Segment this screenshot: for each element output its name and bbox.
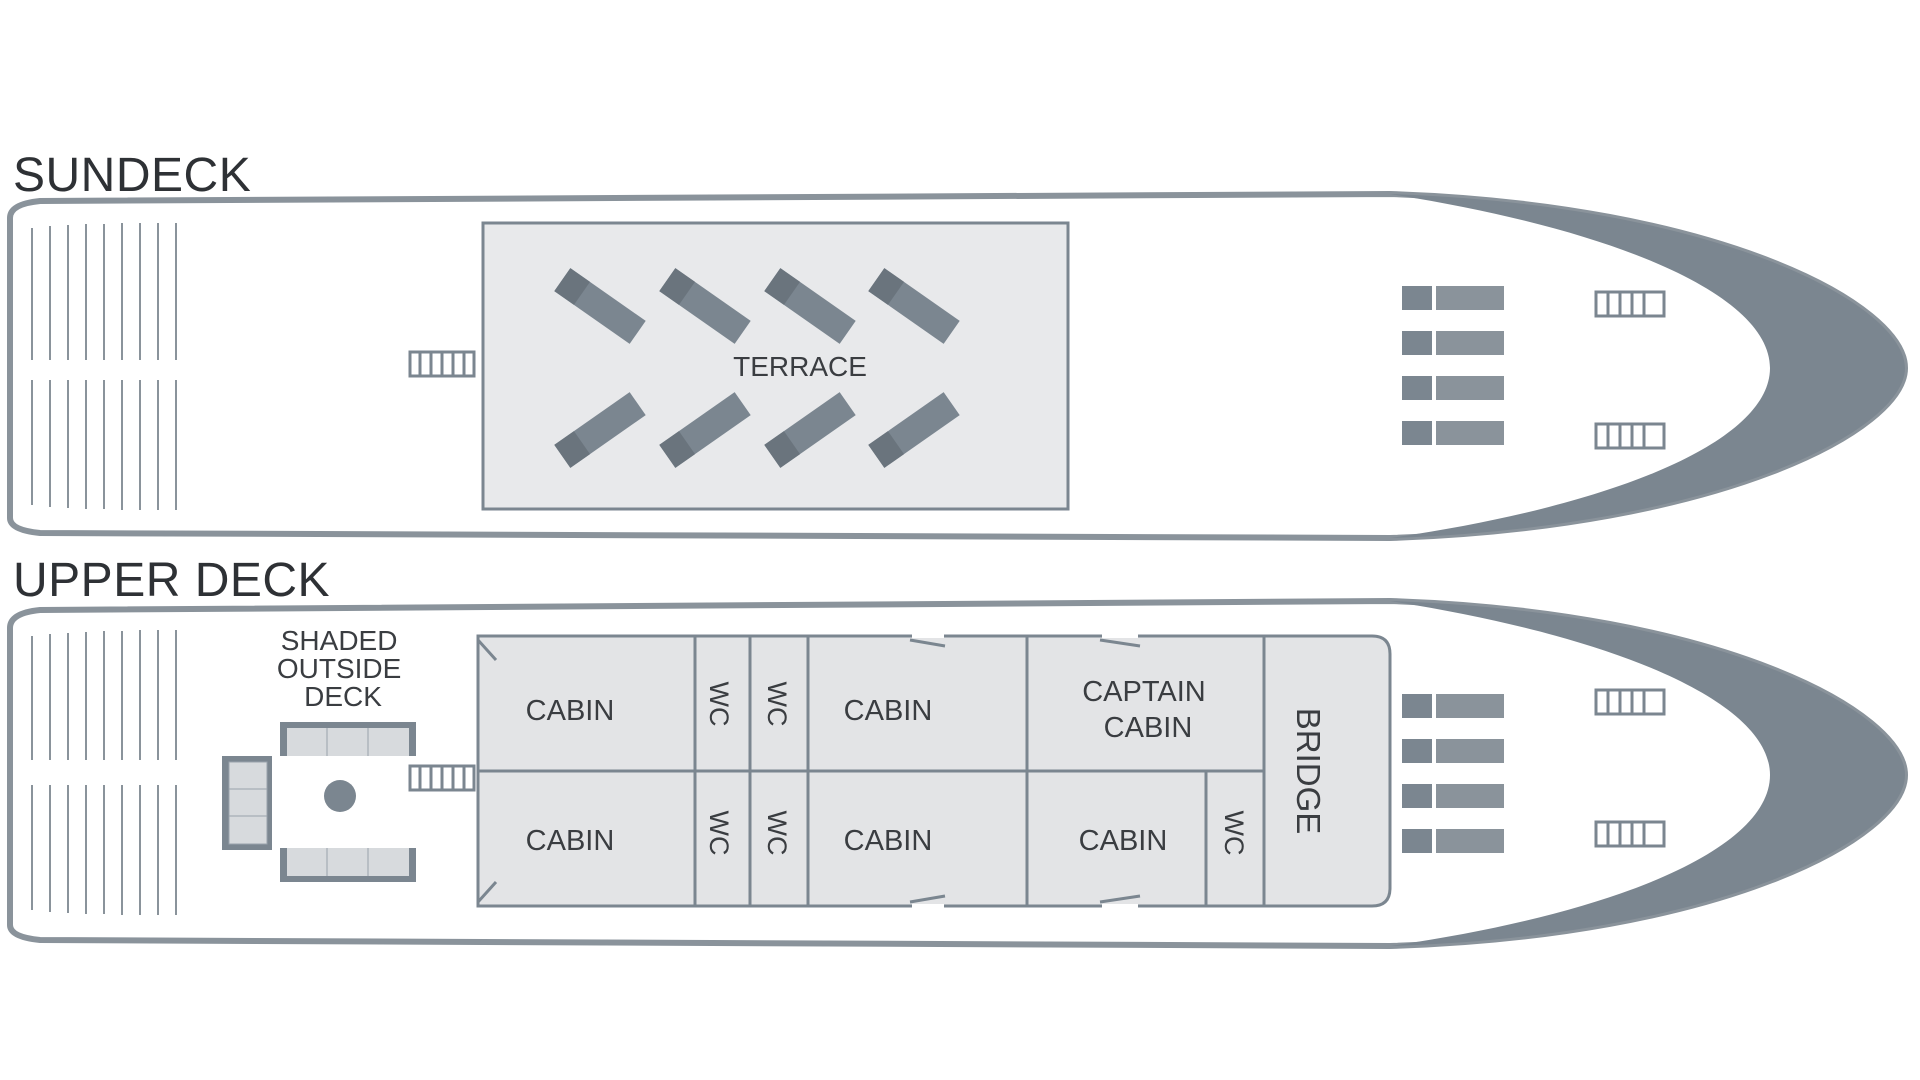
upper-stern-slats (31, 630, 177, 915)
upper-bow-hull (1390, 601, 1905, 946)
cabin-top-2-label: CABIN (844, 695, 933, 727)
sundeck-stern-slats (31, 223, 177, 510)
sundeck-title: SUNDECK (13, 149, 252, 202)
wc-bottom-1-label: WC (704, 811, 734, 856)
terrace-label: TERRACE (733, 351, 867, 382)
sundeck-bow-hull (1390, 194, 1905, 538)
captain-cabin-label-line2: CABIN (1104, 712, 1193, 744)
wc-bottom-3-label: WC (1219, 811, 1249, 856)
outdoor-seating (222, 722, 416, 882)
outdoor-table (324, 780, 356, 812)
terrace-loungers (554, 268, 960, 468)
wc-bottom-2-label: WC (762, 811, 792, 856)
cabin-block (476, 634, 1392, 908)
captain-cabin-label: CAPTAIN CABIN (1082, 676, 1214, 744)
bridge-label: BRIDGE (1290, 708, 1327, 835)
upper-stairs (408, 764, 476, 792)
upper-deck-plan: SHADED OUTSIDE DECK (7, 597, 1909, 950)
sundeck-bow-benches (1594, 290, 1666, 450)
wc-top-2-label: WC (762, 682, 792, 727)
wc-top-1-label: WC (704, 682, 734, 727)
upper-bow-benches (1594, 688, 1666, 848)
sundeck-plan: TERRACE (7, 190, 1909, 542)
shaded-deck-label-line3: DECK (304, 681, 382, 712)
shaded-deck-label: SHADED OUTSIDE DECK (277, 625, 409, 712)
cabin-bottom-3-label: CABIN (1079, 825, 1168, 857)
cabin-bottom-1-label: CABIN (526, 825, 615, 857)
shaded-deck-label-line1: SHADED (281, 625, 398, 656)
upper-deck-title: UPPER DECK (13, 554, 331, 607)
sundeck-stairs (408, 350, 476, 378)
cabin-top-1-label: CABIN (526, 695, 615, 727)
terrace-area (481, 221, 1070, 511)
sundeck-bow-loungers (1402, 286, 1504, 445)
cabin-bottom-2-label: CABIN (844, 825, 933, 857)
captain-cabin-label-line1: CAPTAIN (1082, 676, 1206, 708)
upper-bow-loungers (1402, 694, 1504, 853)
shaded-deck-label-line2: OUTSIDE (277, 653, 401, 684)
